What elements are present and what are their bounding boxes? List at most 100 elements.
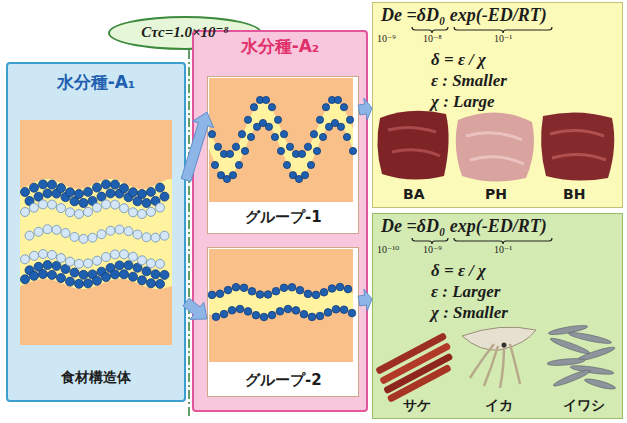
brace xyxy=(412,27,552,244)
water-molecule xyxy=(133,263,142,272)
structure-label: 食材構造体 xyxy=(8,370,184,385)
water-molecule xyxy=(142,233,151,242)
water-molecule xyxy=(138,210,147,219)
water-molecule xyxy=(129,252,138,261)
flow-arrow xyxy=(183,298,207,319)
water-molecule xyxy=(252,311,260,319)
formula: δ = ε / χ xyxy=(431,262,486,280)
water-molecule xyxy=(244,116,251,123)
water-molecule xyxy=(228,307,236,315)
water-molecule xyxy=(75,190,84,199)
formula: De =δD₀ exp(-ED/RT) xyxy=(381,217,547,236)
property-text: ε : Smaller xyxy=(431,72,507,90)
water-band xyxy=(20,179,172,289)
water-molecule xyxy=(256,96,263,103)
water-molecule xyxy=(349,147,356,154)
water-molecule xyxy=(70,232,79,241)
sample-label: BH xyxy=(563,187,585,202)
water-molecule xyxy=(57,204,66,213)
water-molecule xyxy=(79,199,88,208)
water-molecule xyxy=(75,279,84,288)
water-molecule xyxy=(268,311,276,319)
flow-arrow xyxy=(358,98,372,120)
water-molecule xyxy=(272,287,280,295)
water-molecule xyxy=(316,116,323,123)
sample-label: PH xyxy=(485,187,507,202)
water-band xyxy=(209,289,353,315)
water-molecule xyxy=(111,200,120,209)
water-molecule xyxy=(295,175,302,182)
water-molecule xyxy=(296,286,304,294)
food-structure xyxy=(209,249,353,362)
water-molecule xyxy=(48,180,57,189)
water-molecule xyxy=(268,104,275,111)
water-molecule xyxy=(289,172,296,179)
water-molecule xyxy=(312,291,320,299)
water-molecule xyxy=(337,123,344,130)
water-molecule xyxy=(106,189,115,198)
water-molecule xyxy=(39,250,48,259)
water-molecule xyxy=(93,276,102,285)
water-molecule xyxy=(220,310,228,318)
water-molecule xyxy=(238,131,245,138)
water-molecule xyxy=(147,187,156,196)
sample-label: イカ xyxy=(485,398,513,413)
water-molecule xyxy=(262,96,269,103)
formula: δ = ε / χ xyxy=(431,51,486,69)
water-molecule xyxy=(111,250,120,259)
water-molecule xyxy=(220,150,227,157)
water-molecule xyxy=(147,207,156,216)
water-molecule xyxy=(277,147,284,154)
water-molecule xyxy=(21,188,30,197)
water-molecule xyxy=(214,143,221,150)
water-molecule xyxy=(346,116,353,123)
water-molecule xyxy=(313,147,320,154)
water-molecule xyxy=(332,306,340,314)
water-molecule xyxy=(276,308,284,316)
water-molecule xyxy=(30,271,39,280)
water-molecule xyxy=(75,210,84,219)
water-molecule xyxy=(21,275,30,284)
water-molecule xyxy=(61,229,70,238)
water-molecule xyxy=(30,251,39,260)
water-molecule xyxy=(216,290,224,298)
water-molecule xyxy=(25,197,34,206)
water-molecule xyxy=(93,203,102,212)
water-molecule xyxy=(208,291,216,299)
condition-text: Cτc=1.0×10⁻⁸ xyxy=(110,25,260,41)
water-molecule xyxy=(70,268,79,277)
water-molecule xyxy=(160,192,169,201)
water-molecule xyxy=(271,133,278,140)
property-text: ε : Larger xyxy=(431,283,500,301)
water-molecule xyxy=(308,313,316,321)
water-molecule xyxy=(328,285,336,293)
water-molecule xyxy=(147,279,156,288)
water-molecule xyxy=(129,208,138,217)
water-molecule xyxy=(57,184,66,193)
water-molecule xyxy=(147,259,156,268)
salmon-photo xyxy=(375,332,453,403)
water-molecule xyxy=(232,143,239,150)
water-molecule xyxy=(79,234,88,243)
water-molecule xyxy=(25,266,34,275)
box-heading: 水分種-A₁ xyxy=(8,74,184,92)
water-molecule xyxy=(280,131,287,138)
property-text: χ : Large xyxy=(431,93,495,111)
water-molecule xyxy=(25,231,34,240)
sample-label: BA xyxy=(403,187,425,202)
water-molecule xyxy=(208,131,215,138)
water-molecule xyxy=(66,277,75,286)
water-molecule xyxy=(307,161,314,168)
water-molecule xyxy=(34,227,43,236)
water-molecule xyxy=(39,200,48,209)
water-molecule xyxy=(84,187,93,196)
water-molecule xyxy=(120,270,129,279)
water-molecule xyxy=(284,305,292,313)
water-molecule xyxy=(286,143,293,150)
water-molecule xyxy=(274,116,281,123)
water-molecule xyxy=(322,104,329,111)
water-molecule xyxy=(84,279,93,288)
water-molecule xyxy=(331,119,338,126)
water-molecule xyxy=(66,208,75,217)
water-molecule xyxy=(300,310,308,318)
